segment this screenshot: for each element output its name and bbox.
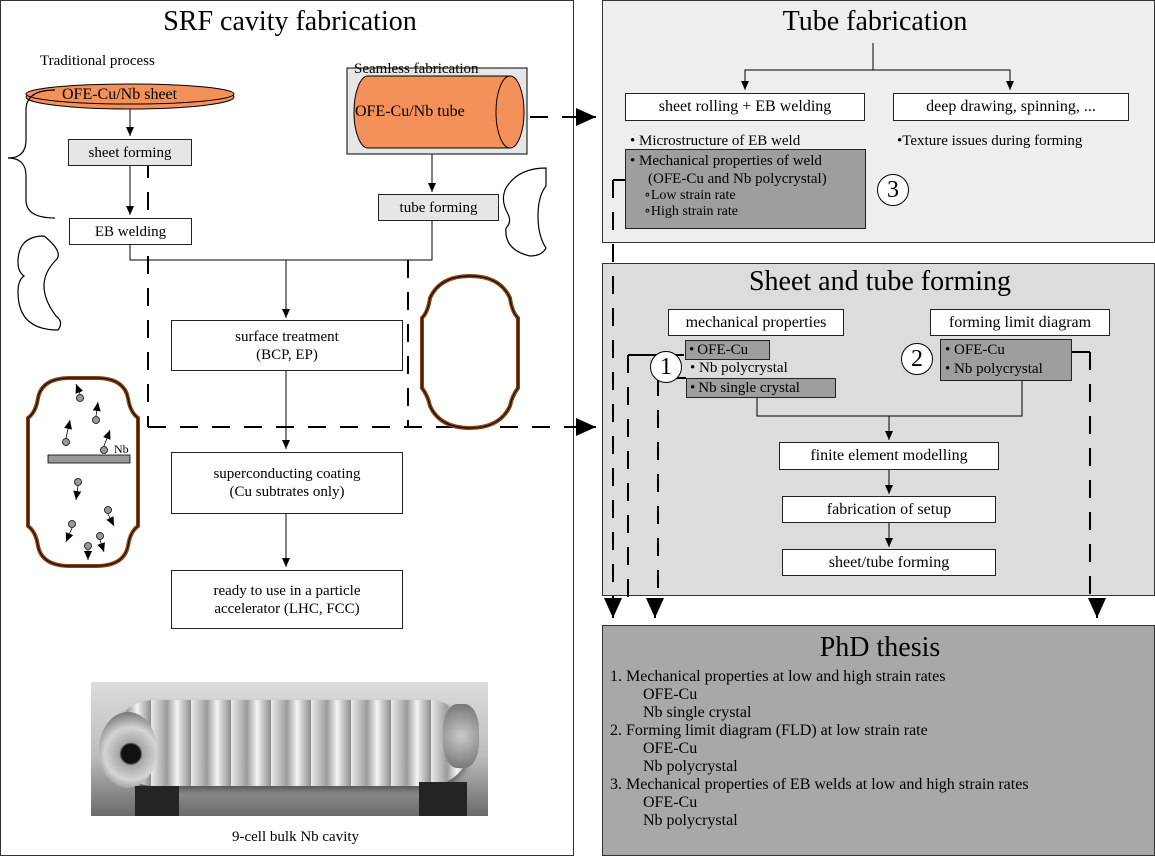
weld-props-text-1: Mechanical properties of weld — [639, 153, 822, 169]
cavity-flange-left — [99, 712, 157, 788]
tube-label: OFE-Cu/Nb tube — [355, 103, 465, 120]
coating-cell-icon — [26, 376, 140, 568]
drawing-box: deep drawing, spinning, ... — [893, 93, 1129, 121]
sheet-forming-box: sheet forming — [68, 139, 192, 166]
photo-caption: 9-cell bulk Nb cavity — [232, 829, 360, 845]
surface-treatment-box: surface treatment (BCP, EP) — [171, 320, 403, 371]
nb-single-item: • Nb single crystal — [686, 378, 836, 398]
tube-cylinder-icon — [346, 67, 528, 155]
phd-thesis-panel — [602, 625, 1155, 856]
eb-welding-box: EB welding — [69, 218, 192, 245]
fld-materials-box: • OFE-Cu • Nb polycrystal — [940, 339, 1072, 381]
weld-props-line-1: • Mechanical properties of weld — [630, 153, 822, 169]
thesis-item-1-a: OFE-Cu — [643, 686, 698, 703]
thesis-item-1: 1. Mechanical properties at low and high… — [610, 668, 946, 685]
coating-line-1: superconducting coating — [213, 466, 361, 482]
fld-ofe-cu-text: OFE-Cu — [954, 342, 1005, 358]
rolling-box: sheet rolling + EB welding — [625, 93, 865, 121]
seamless-fabrication-label: Seamless fabrication — [354, 61, 479, 77]
cavity-photo — [91, 682, 488, 816]
support-block-left — [135, 786, 179, 816]
thesis-item-3-a: OFE-Cu — [643, 794, 698, 811]
sheet-label: OFE-Cu/Nb sheet — [62, 86, 178, 103]
marker-1: 1 — [650, 351, 682, 383]
thesis-item-1-b: Nb single crystal — [643, 704, 752, 721]
ofe-cu-item: • OFE-Cu — [685, 340, 770, 360]
coating-box: superconducting coating (Cu subtrates on… — [171, 452, 403, 514]
ready-box: ready to use in a particle accelerator (… — [171, 570, 403, 629]
thesis-item-2: 2. Forming limit diagram (FLD) at low st… — [610, 722, 928, 739]
marker-2: 2 — [901, 343, 933, 375]
ofe-cu-text: OFE-Cu — [697, 342, 749, 358]
cavity-body — [111, 700, 471, 786]
thesis-item-3-b: Nb polycrystal — [643, 812, 738, 829]
traditional-process-label: Traditional process — [40, 53, 155, 69]
microstructure-item: • Microstructure of EB weld — [630, 133, 801, 149]
forming-box: sheet/tube forming — [782, 549, 996, 576]
coating-line-2: (Cu subtrates only) — [229, 484, 345, 500]
thesis-item-2-b: Nb polycrystal — [643, 758, 738, 775]
surface-treatment-line-1: surface treatment — [235, 328, 339, 345]
thesis-item-2-a: OFE-Cu — [643, 740, 698, 757]
sputtered-atoms-icon — [62, 383, 115, 560]
low-rate-text: Low strain rate — [650, 188, 736, 203]
high-rate-item: ∘High strain rate — [644, 204, 738, 219]
weld-properties-box: • Mechanical properties of weld (OFE-Cu … — [625, 149, 866, 229]
nb-label: Nb — [114, 442, 129, 456]
tube-panel-title: Tube fabrication — [782, 6, 968, 37]
cavity-flange-right — [443, 704, 479, 768]
support-block-right — [419, 782, 467, 816]
nb-poly-item: • Nb polycrystal — [690, 360, 788, 376]
tube-forming-box: tube forming — [378, 194, 499, 221]
sheet-profile-icon — [7, 89, 56, 219]
thesis-panel-title: PhD thesis — [819, 632, 941, 663]
ready-line-2: accelerator (LHC, FCC) — [214, 600, 360, 617]
forming-panel-title: Sheet and tube forming — [748, 266, 1012, 297]
surface-treatment-line-2: (BCP, EP) — [256, 346, 318, 363]
cavity-cell-icon — [420, 273, 520, 431]
fld-ofe-cu-item: • OFE-Cu — [945, 342, 1005, 358]
microstructure-text: Microstructure of EB weld — [639, 133, 801, 149]
ready-line-1: ready to use in a particle — [213, 582, 361, 599]
mechanical-properties-box: mechanical properties — [668, 309, 844, 336]
texture-text: Texture issues during forming — [902, 133, 1083, 149]
nb-target-icon — [47, 454, 131, 464]
fld-nb-poly-text: Nb polycrystal — [954, 361, 1043, 377]
nb-poly-text: Nb polycrystal — [699, 360, 788, 376]
setup-box: fabrication of setup — [782, 496, 996, 523]
texture-item: •Texture issues during forming — [897, 133, 1083, 149]
fem-box: finite element modelling — [779, 442, 999, 470]
fld-nb-poly-item: • Nb polycrystal — [945, 361, 1043, 377]
fld-box: forming limit diagram — [930, 309, 1110, 336]
high-rate-text: High strain rate — [650, 204, 738, 219]
tube-cell-icon — [502, 167, 547, 257]
marker-3: 3 — [877, 174, 909, 206]
weld-props-line-2: (OFE-Cu and Nb polycrystal) — [648, 171, 827, 187]
sheet-disk-icon — [25, 83, 235, 110]
half-cell-icon — [17, 235, 62, 331]
nb-single-text: Nb single crystal — [698, 380, 800, 396]
low-rate-item: ∘Low strain rate — [644, 188, 736, 203]
thesis-item-3: 3. Mechanical properties of EB welds at … — [610, 776, 1029, 793]
srf-panel-title: SRF cavity fabrication — [163, 6, 417, 37]
